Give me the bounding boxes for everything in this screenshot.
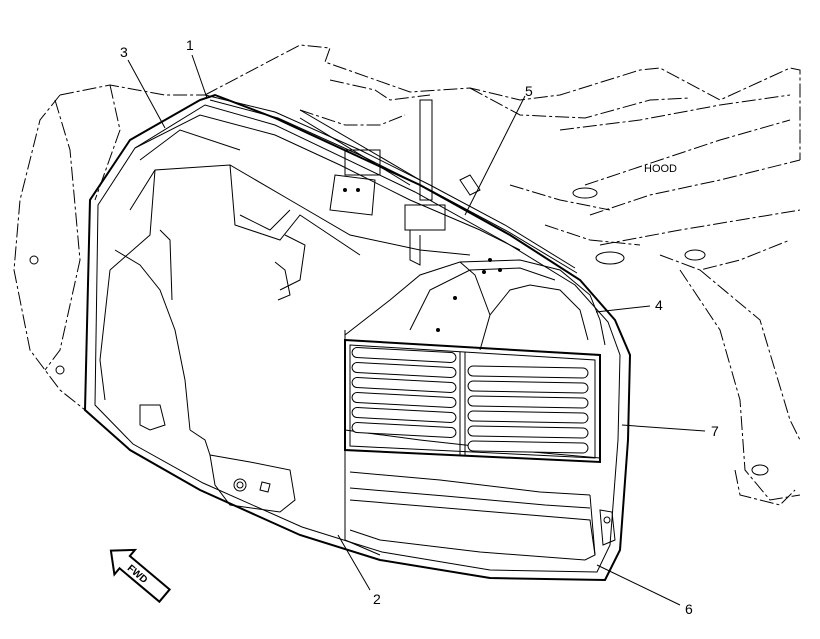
- grille-louvers-left: [351, 347, 457, 438]
- callouts: 1 2 3 4 5 6 7: [120, 37, 719, 617]
- hinge-bracket: [299, 99, 481, 266]
- hood-panel: [83, 93, 632, 582]
- callout-7: 7: [711, 423, 719, 439]
- callout-3: 3: [120, 44, 128, 60]
- leader-lines: [127, 54, 706, 606]
- callout-2: 2: [373, 591, 381, 607]
- hood-label: HOOD: [644, 163, 677, 175]
- callout-4: 4: [655, 297, 663, 313]
- fwd-arrow: FWD: [109, 548, 172, 604]
- callout-6: 6: [685, 601, 693, 617]
- grille-louvers-right: [467, 365, 589, 454]
- grille-panel: [344, 338, 601, 464]
- callout-5: 5: [525, 83, 533, 99]
- seal-strip: [204, 94, 578, 274]
- frame-structure: [13, 44, 801, 506]
- callout-1: 1: [186, 37, 194, 53]
